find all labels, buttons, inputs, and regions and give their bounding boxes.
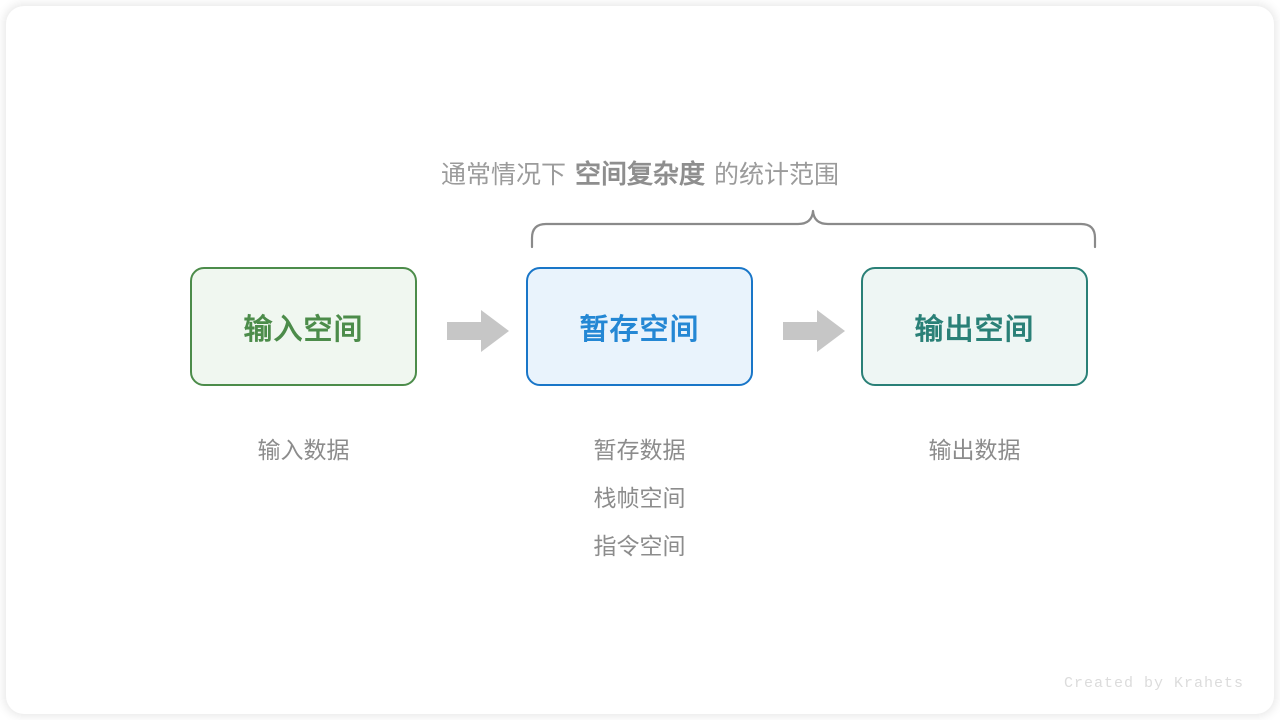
box-input-space-label: 输入空间 — [243, 313, 364, 346]
arrow-right-icon-input-to-temp — [447, 310, 509, 352]
list-item: 输入数据 — [257, 437, 350, 463]
box-output-space[interactable]: 输出空间 — [861, 267, 1088, 386]
caption-prefix: 通常情况下 — [440, 161, 566, 189]
box-input-space[interactable]: 输入空间 — [190, 267, 417, 386]
list-item: 输出数据 — [928, 437, 1021, 463]
caption-emphasis: 空间复杂度 — [574, 159, 705, 189]
box-temp-space-label: 暂存空间 — [579, 313, 700, 346]
box-output-space-label: 输出空间 — [914, 313, 1035, 346]
list-item: 暂存数据 — [593, 437, 686, 463]
list-item: 指令空间 — [593, 533, 686, 559]
brace-caption: 通常情况下空间复杂度的统计范围 — [6, 154, 1274, 195]
credit-text: Created by Krahets — [1063, 675, 1244, 692]
caption-suffix: 的统计范围 — [714, 161, 840, 189]
list-item: 栈帧空间 — [593, 485, 686, 511]
brace-path — [530, 209, 1097, 249]
column-output-details: 输出数据 — [861, 426, 1088, 474]
column-temp-details: 暂存数据 栈帧空间 指令空间 — [526, 426, 753, 570]
box-temp-space[interactable]: 暂存空间 — [526, 267, 753, 386]
diagram-card: 通常情况下空间复杂度的统计范围 输入空间 暂存空间 输出空间 输入数据 暂存数据… — [6, 6, 1274, 714]
arrow-right-icon-temp-to-output — [783, 310, 845, 352]
column-input-details: 输入数据 — [190, 426, 417, 474]
